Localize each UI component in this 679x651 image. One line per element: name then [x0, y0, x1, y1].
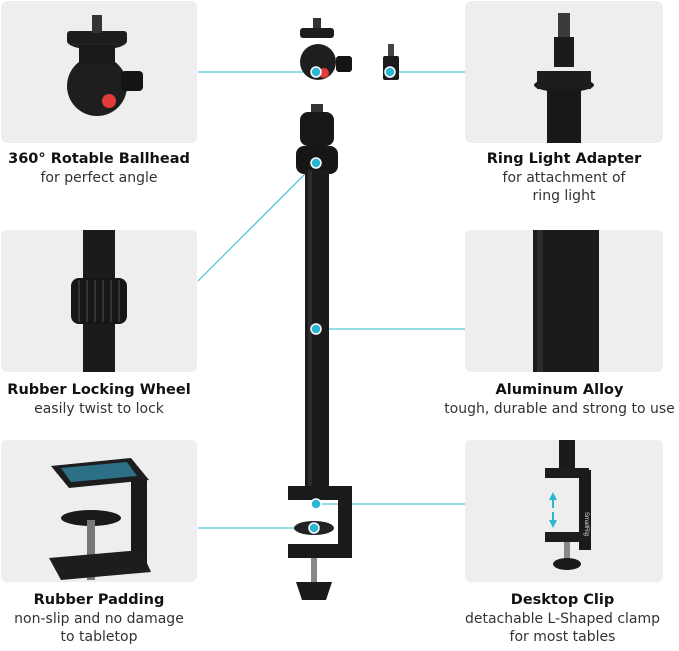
feature-caption-adapter: Ring Light Adapter for attachment of rin… [465, 149, 663, 205]
feature-caption-locking-wheel: Rubber Locking Wheel easily twist to loc… [0, 380, 198, 418]
feature-desc-ballhead: for perfect angle [40, 170, 158, 186]
ring-light-adapter-panel [465, 1, 663, 143]
brand-mark: SmallRig [583, 512, 589, 536]
callout-dot-adapter [384, 66, 396, 78]
central-pole [288, 104, 352, 600]
feature-desc-padding-line2: to tabletop [60, 629, 138, 645]
ballhead-illustration [67, 15, 143, 116]
feature-desc-clip-line1: detachable L-Shaped clamp [464, 611, 661, 627]
locking-wheel-panel [1, 230, 197, 372]
ballhead-detail-panel [1, 1, 197, 143]
feature-caption-aluminum: Aluminum Alloy tough, durable and strong… [440, 380, 679, 418]
rubber-padding-illustration [49, 458, 151, 580]
feature-title-ballhead: 360° Rotable Ballhead [8, 151, 190, 167]
aluminum-alloy-panel [465, 230, 663, 372]
aluminum-tube-illustration [533, 230, 599, 372]
desktop-clip-illustration: SmallRig [545, 440, 591, 570]
desktop-clip-panel: SmallRig [465, 440, 663, 582]
rubber-padding-panel [1, 440, 197, 582]
callout-dot-ballhead [310, 66, 322, 78]
feature-desc-aluminum: tough, durable and strong to use [444, 401, 675, 417]
feature-desc-adapter-line1: for attachment of [502, 170, 626, 186]
callout-dot-locking-wheel [310, 157, 322, 169]
feature-title-clip: Desktop Clip [510, 592, 615, 608]
feature-title-locking-wheel: Rubber Locking Wheel [7, 382, 191, 398]
feature-desc-clip-line2: for most tables [509, 629, 616, 645]
feature-caption-clip: Desktop Clip detachable L-Shaped clamp f… [446, 590, 679, 646]
feature-title-aluminum: Aluminum Alloy [495, 382, 624, 398]
callout-dot-aluminum [310, 323, 322, 335]
locking-wheel-illustration [71, 230, 127, 372]
feature-caption-ballhead: 360° Rotable Ballhead for perfect angle [0, 149, 198, 187]
feature-desc-padding-line1: non-slip and no damage [14, 611, 184, 627]
feature-title-adapter: Ring Light Adapter [486, 151, 642, 167]
callout-line-locking-wheel [197, 162, 317, 282]
top-ballhead [300, 18, 352, 80]
feature-caption-padding: Rubber Padding non-slip and no damage to… [0, 590, 198, 646]
callout-dot-padding [308, 522, 320, 534]
callout-dot-clip [310, 498, 322, 510]
feature-desc-adapter-line2: ring light [532, 188, 596, 204]
feature-title-padding: Rubber Padding [33, 592, 165, 608]
feature-desc-locking-wheel: easily twist to lock [34, 401, 164, 417]
adapter-illustration [534, 13, 594, 143]
